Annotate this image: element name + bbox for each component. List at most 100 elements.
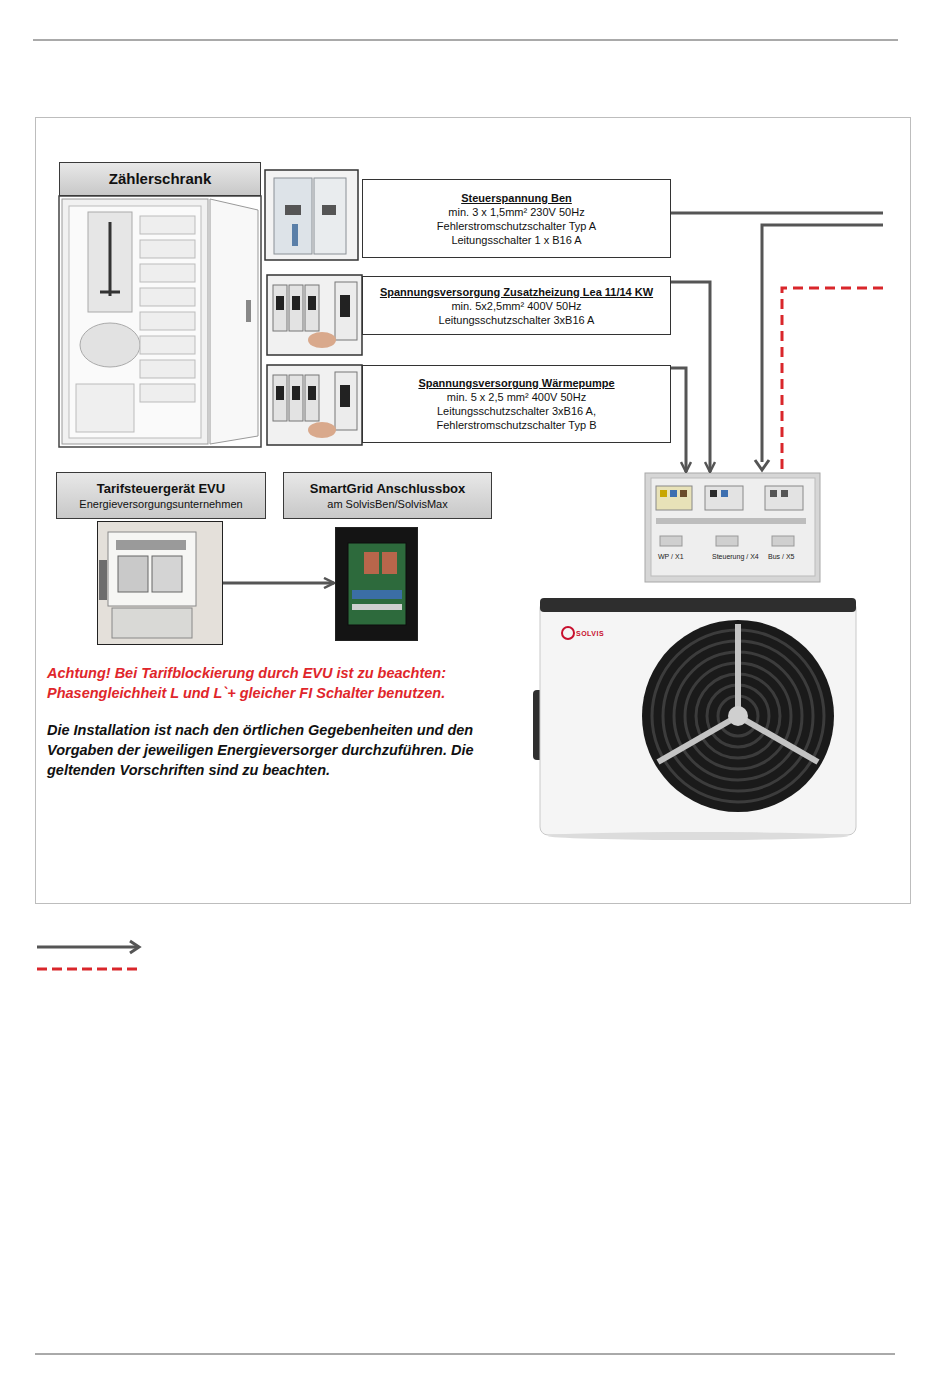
title-plate: Tarifsteuergerät EVUEnergieversorgungsun… <box>56 472 266 519</box>
terminal-panel-part <box>660 536 682 546</box>
terminal-panel-part <box>656 518 806 524</box>
meter-cabinet-part <box>140 240 195 258</box>
connector-arrow <box>223 582 334 585</box>
meter-cabinet-part <box>59 196 261 447</box>
breaker-photo-part <box>340 385 350 407</box>
breaker-photo-part <box>335 372 357 430</box>
smartgrid-box-photo-part <box>335 527 418 641</box>
wires <box>671 213 883 472</box>
breaker-photo-part <box>335 282 357 340</box>
terminal-label: WP / X1 <box>657 553 685 561</box>
meter-cabinet-part <box>69 206 201 438</box>
page-rules-part <box>33 40 898 41</box>
box-text: min. 5 x 2,5 mm² 400V 50Hz <box>369 390 664 404</box>
warning-note: Achtung! Bei Tarifblockierung durch EVU … <box>47 663 527 683</box>
terminal-panel-part <box>705 486 743 510</box>
breaker-photo-part <box>265 170 358 260</box>
heat-pump-part <box>540 600 856 835</box>
smartgrid-box-photo-part <box>382 552 397 574</box>
heat-pump-part <box>738 716 818 762</box>
terminal-panel-part <box>772 536 794 546</box>
heat-pump <box>533 598 856 840</box>
terminal-panel-part <box>721 490 728 497</box>
wires-part <box>782 288 883 472</box>
meter-cabinet-part <box>80 323 140 367</box>
terminal-panel-part <box>716 536 738 546</box>
breaker-photo-part <box>273 285 287 331</box>
breaker-photo-part <box>308 386 316 400</box>
heat-pump-part <box>548 832 848 840</box>
terminal-panel-part <box>660 490 667 497</box>
meter-cabinet-part <box>62 199 208 444</box>
title-plate: Zählerschrank <box>59 162 261 196</box>
breaker-photo-part <box>267 365 362 445</box>
plate-subtitle: am SolvisBen/SolvisMax <box>288 497 487 511</box>
supply-box: Spannungsversorgung Zusatzheizung Lea 11… <box>362 276 671 335</box>
breaker-photo-part <box>267 275 362 355</box>
smartgrid-box-photo-part <box>364 552 379 574</box>
breaker-photo-part <box>289 285 303 331</box>
breaker-photo <box>267 365 362 445</box>
wires-part <box>755 460 769 470</box>
line-key-part <box>130 941 139 953</box>
meter-cabinet-part <box>140 264 195 282</box>
terminal-panel-part <box>651 478 815 576</box>
line-key-part <box>37 946 138 949</box>
smartgrid-box-photo <box>335 527 418 641</box>
breaker-photo <box>265 170 358 260</box>
tariff-device-photo-part <box>118 556 148 592</box>
terminal-node: WP / X1Steuerung / X4Bus / X5 <box>645 473 820 582</box>
tariff-device-node: Tarifsteuergerät EVUEnergieversorgungsun… <box>97 521 223 645</box>
page-rules-part <box>35 1354 895 1355</box>
terminal-panel <box>645 473 820 582</box>
smartgrid-box-photo-part <box>352 590 402 599</box>
cabinet-node: Zählerschrank <box>59 162 261 447</box>
warning-note: Phasengleichheit L und L`+ gleicher FI S… <box>47 683 527 703</box>
breaker-photo-part <box>308 422 336 438</box>
breaker-photo-part <box>314 178 346 254</box>
breaker-photo-part <box>276 386 284 400</box>
breaker-photo-part <box>273 375 287 421</box>
wires-part <box>762 225 883 462</box>
connector-arrow <box>671 282 710 472</box>
heat-pump-part <box>728 706 748 726</box>
heat-pump-part <box>562 627 574 639</box>
plate-title: Zählerschrank <box>64 170 256 188</box>
heat-pump-part <box>658 716 738 762</box>
meter-cabinet-part <box>246 300 251 322</box>
tariff-device-photo-part <box>112 608 192 638</box>
heat-pump-part <box>642 620 834 812</box>
heat-pump-part <box>540 598 856 612</box>
heat-pump-part <box>735 624 741 716</box>
meter-cabinet-part <box>140 336 195 354</box>
breaker-photo-part <box>274 178 312 254</box>
meter-cabinet-part <box>210 199 258 444</box>
breaker-photo-part <box>292 224 298 246</box>
box-text: Leitungsschutzschalter 3xB16 A, <box>369 404 664 418</box>
breaker-photo-part <box>308 332 336 348</box>
page-rules-part <box>36 118 911 904</box>
breaker-photo-part <box>292 386 300 400</box>
box-text: Fehlerstromschutzschalter Typ A <box>369 219 664 233</box>
title-plate: SmartGrid Anschlussboxam SolvisBen/Solvi… <box>283 472 492 519</box>
terminal-panel-part <box>781 490 788 497</box>
wires-part <box>671 212 883 215</box>
meter-cabinet-part <box>88 212 132 312</box>
tariff-device-photo-part <box>108 532 196 606</box>
line-key-part <box>37 968 138 971</box>
installation-note: Die Installation ist nach den örtlichen … <box>47 720 513 780</box>
box-heading: Spannungsversorgung Wärmepumpe <box>369 376 664 390</box>
meter-cabinet-part <box>140 360 195 378</box>
plate-subtitle: Energieversorgungsunternehmen <box>61 497 261 511</box>
terminal-panel-part <box>656 486 692 510</box>
box-heading: Spannungsversorgung Zusatzheizung Lea 11… <box>369 285 664 299</box>
breaker-photo-part <box>305 285 319 331</box>
terminal-panel-part <box>645 473 820 582</box>
breaker-photo-part <box>305 375 319 421</box>
terminal-panel-part <box>710 490 717 497</box>
meter-cabinet-part <box>100 291 120 294</box>
box-text: min. 3 x 1,5mm² 230V 50Hz <box>369 205 664 219</box>
breaker-photo-part <box>308 296 316 310</box>
